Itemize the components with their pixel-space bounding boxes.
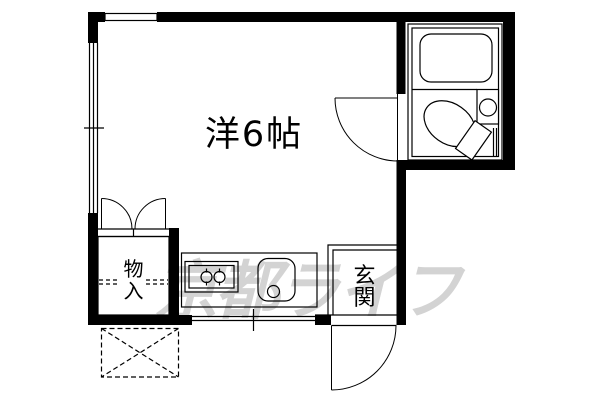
closet: 物 入 bbox=[97, 198, 170, 316]
bathroom-door-swing-arc bbox=[334, 97, 399, 162]
bathroom-door bbox=[334, 94, 399, 162]
wash-basin-icon bbox=[476, 88, 500, 125]
closet-shelf-dashed-lines bbox=[99, 279, 168, 285]
closet-double-doors bbox=[101, 198, 166, 230]
closet-right-wall bbox=[169, 228, 179, 325]
left-wall-bottom bbox=[88, 213, 98, 325]
closet-right-door-arc bbox=[134, 198, 166, 230]
bathroom-bottom-wall bbox=[396, 160, 515, 170]
outdoor-dashed-box bbox=[100, 327, 180, 378]
left-wall-window bbox=[84, 43, 104, 213]
stove-icon bbox=[184, 260, 239, 293]
right-exterior-wall bbox=[503, 12, 515, 170]
bathtub-icon bbox=[419, 33, 493, 83]
walls bbox=[88, 12, 515, 325]
left-wall-top-block bbox=[88, 12, 98, 43]
kitchen-window-right-pier bbox=[315, 315, 331, 325]
front-door-swing-arc bbox=[331, 325, 397, 391]
bathroom-unit bbox=[407, 23, 503, 161]
kitchen-window bbox=[192, 309, 315, 331]
entrance-right-wall bbox=[396, 160, 406, 325]
closet-interior-box bbox=[97, 235, 170, 316]
closet-left-door-arc bbox=[101, 198, 133, 230]
toilet-icon bbox=[423, 100, 493, 161]
top-wall-main-segment bbox=[157, 12, 515, 22]
entrance: 玄 関 bbox=[315, 244, 403, 391]
windows bbox=[84, 12, 315, 331]
front-door bbox=[331, 325, 397, 391]
kitchen bbox=[180, 252, 318, 308]
shower-partition bbox=[492, 128, 498, 157]
closet-label-char1: 物 bbox=[124, 257, 144, 281]
top-wall-window bbox=[104, 12, 158, 22]
closet-label: 物 入 bbox=[124, 257, 144, 303]
entrance-label: 玄 関 bbox=[353, 264, 375, 311]
main-room-label: 洋6帖 bbox=[205, 115, 303, 155]
bottom-wall-left bbox=[88, 315, 192, 325]
entrance-area-lines bbox=[315, 244, 403, 327]
entrance-label-char1: 玄 bbox=[353, 264, 375, 289]
entrance-label-char2: 関 bbox=[353, 286, 375, 311]
closet-label-char2: 入 bbox=[124, 279, 144, 303]
room-bathroom-divider-wall bbox=[396, 22, 406, 94]
closet-opening-lines bbox=[98, 228, 169, 238]
kitchen-sink-icon bbox=[257, 257, 296, 302]
